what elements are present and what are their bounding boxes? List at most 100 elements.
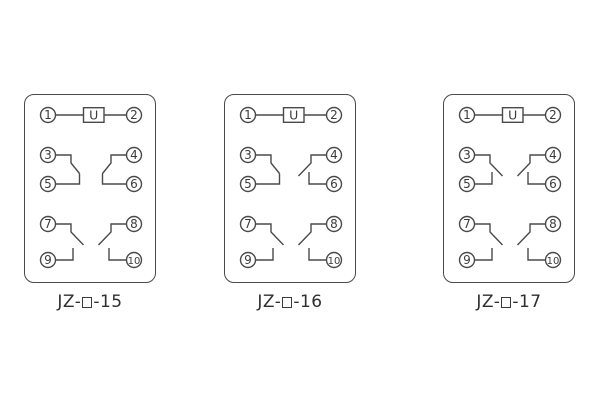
terminal-number-4: 4 [330, 148, 338, 162]
schematic-box: U 1 2 3 4 5 6 7 8 9 10 [224, 94, 356, 283]
placeholder-square-icon [82, 297, 93, 308]
terminal-number-6: 6 [330, 177, 338, 191]
terminal-number-1: 1 [244, 108, 252, 122]
terminal-number-9: 9 [44, 253, 52, 267]
contact-bottom-right-arm [97, 223, 127, 246]
contact-bottom-right-stub [308, 248, 327, 261]
terminal-circle-7 [39, 215, 57, 233]
contact-bottom-right-stub [108, 248, 127, 261]
contact-bottom-right-arm [516, 223, 546, 246]
contact-bottom-left-arm [55, 223, 85, 246]
placeholder-square-icon [501, 297, 512, 308]
contact-middle-left-stub [474, 172, 493, 185]
terminal-circle-1 [39, 106, 57, 124]
terminal-circle-7 [458, 215, 476, 233]
terminal-number-3: 3 [463, 148, 471, 162]
terminal-circle-3 [458, 146, 476, 164]
terminal-circle-8 [544, 215, 562, 233]
coil-symbol: U [289, 108, 298, 123]
contact-middle-left-stub [55, 173, 81, 185]
placeholder-square-icon [282, 297, 293, 308]
terminal-number-10: 10 [547, 256, 560, 267]
terminal-circle-10 [325, 251, 343, 269]
terminal-number-3: 3 [244, 148, 252, 162]
model-label-suffix: -17 [512, 292, 542, 312]
terminal-circle-3 [239, 146, 257, 164]
terminal-circle-6 [544, 175, 562, 193]
coil-symbol: U [89, 108, 98, 123]
terminal-circle-9 [39, 251, 57, 269]
model-label-prefix: JZ- [476, 292, 501, 312]
contact-middle-left-arm [55, 154, 81, 174]
model-label-suffix: -16 [293, 292, 323, 312]
terminal-number-9: 9 [244, 253, 252, 267]
contact-middle-right-arm [101, 154, 127, 174]
terminal-number-1: 1 [463, 108, 471, 122]
terminal-circle-8 [125, 215, 143, 233]
model-label-prefix: JZ- [257, 292, 282, 312]
terminal-circle-6 [325, 175, 343, 193]
contact-middle-left-arm [255, 154, 281, 174]
terminal-circle-2 [125, 106, 143, 124]
relay-schematic-jz-16: U 1 2 3 4 5 6 7 8 9 10 [239, 106, 343, 269]
model-label-suffix: -15 [93, 292, 123, 312]
terminal-circle-10 [544, 251, 562, 269]
terminal-number-2: 2 [549, 108, 557, 122]
contact-bottom-left-stub [255, 248, 274, 261]
contact-bottom-left-stub [55, 248, 74, 261]
terminal-number-5: 5 [463, 177, 471, 191]
diagram-jz-17: U 1 2 3 4 5 6 7 8 9 10 JZ- -17 [443, 94, 575, 312]
terminal-number-8: 8 [549, 217, 557, 231]
terminal-circle-3 [39, 146, 57, 164]
diagram-jz-16: U 1 2 3 4 5 6 7 8 9 10 JZ- -16 [224, 94, 356, 312]
terminal-circle-2 [325, 106, 343, 124]
terminal-number-10: 10 [328, 256, 341, 267]
terminal-number-8: 8 [330, 217, 338, 231]
terminal-number-10: 10 [128, 256, 141, 267]
relay-schematic-jz-17: U 1 2 3 4 5 6 7 8 9 10 [458, 106, 562, 269]
terminal-number-8: 8 [130, 217, 138, 231]
terminal-circle-5 [458, 175, 476, 193]
terminal-circle-1 [239, 106, 257, 124]
coil-symbol: U [508, 108, 517, 123]
contact-bottom-left-arm [255, 223, 285, 246]
contact-middle-right-arm [297, 154, 327, 177]
terminal-circle-6 [125, 175, 143, 193]
model-label: JZ- -17 [443, 292, 575, 312]
contact-middle-right-arm [516, 154, 546, 177]
terminal-circle-5 [39, 175, 57, 193]
terminal-number-2: 2 [330, 108, 338, 122]
model-label: JZ- -15 [24, 292, 156, 312]
contact-bottom-left-arm [474, 223, 504, 246]
terminal-number-4: 4 [549, 148, 557, 162]
terminal-number-4: 4 [130, 148, 138, 162]
terminal-circle-7 [239, 215, 257, 233]
terminal-number-7: 7 [463, 217, 471, 231]
terminal-number-3: 3 [44, 148, 52, 162]
contact-bottom-left-stub [474, 248, 493, 261]
terminal-number-1: 1 [44, 108, 52, 122]
model-label-prefix: JZ- [57, 292, 82, 312]
terminal-number-7: 7 [244, 217, 252, 231]
terminal-circle-4 [544, 146, 562, 164]
contact-bottom-right-stub [527, 248, 546, 261]
terminal-circle-4 [325, 146, 343, 164]
terminal-number-9: 9 [463, 253, 471, 267]
contact-middle-left-stub [255, 173, 281, 185]
terminal-circle-9 [458, 251, 476, 269]
schematic-box: U 1 2 3 4 5 6 7 8 9 10 [443, 94, 575, 283]
terminal-number-5: 5 [244, 177, 252, 191]
terminal-circle-9 [239, 251, 257, 269]
terminal-number-2: 2 [130, 108, 138, 122]
contact-middle-right-stub [527, 172, 546, 185]
terminal-circle-8 [325, 215, 343, 233]
terminal-circle-10 [125, 251, 143, 269]
contact-middle-right-stub [101, 173, 127, 185]
contact-middle-right-stub [308, 172, 327, 185]
terminal-number-6: 6 [549, 177, 557, 191]
terminal-number-5: 5 [44, 177, 52, 191]
